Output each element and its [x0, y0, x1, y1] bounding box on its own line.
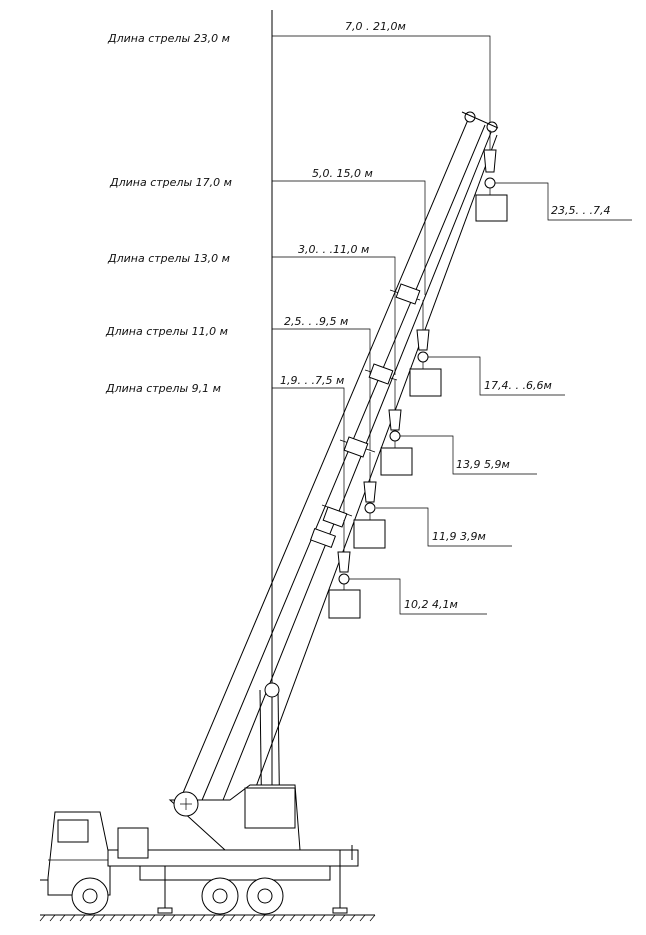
- hook-block-23: [475, 130, 508, 222]
- reach-dimension-11: 2,5. . .9,5 м: [272, 315, 371, 450]
- reach-dimension-23: 7,0 . 21,0м: [272, 20, 491, 125]
- height-dimension-9: 10,2 4,1м: [348, 578, 487, 615]
- load-box-icon: [380, 447, 413, 476]
- reach-label-13: 3,0. . .11,0 м: [298, 243, 369, 256]
- crane-boom: [179, 111, 499, 831]
- reach-dimension-17: 5,0. 15,0 м: [272, 167, 426, 295]
- height-dimension-11: 11,9 3,9м: [376, 507, 512, 547]
- load-box-icon: [409, 368, 442, 397]
- load-box-icon: [353, 519, 386, 549]
- ground: [39, 914, 376, 922]
- height-label-11: 11,9 3,9м: [432, 530, 486, 543]
- boom-length-label-23: Длина стрелы 23,0 м: [107, 32, 230, 45]
- hook-block-11: [353, 452, 386, 549]
- boom-length-label-11: Длина стрелы 11,0 м: [105, 325, 228, 338]
- reach-label-9: 1,9. . .7,5 м: [280, 374, 344, 387]
- hook-block-13: [380, 380, 413, 476]
- height-dimension-17: 17,4. . .6,6м: [428, 356, 565, 396]
- reach-dimension-13: 3,0. . .11,0 м: [272, 243, 396, 375]
- reach-label-17: 5,0. 15,0 м: [312, 167, 373, 180]
- reach-label-23: 7,0 . 21,0м: [345, 20, 406, 33]
- boom-length-label-9: Длина стрелы 9,1 м: [105, 382, 221, 395]
- boom-length-label-17: Длина стрелы 17,0 м: [109, 176, 232, 189]
- height-dimension-13: 13,9 5,9м: [400, 435, 537, 475]
- height-dimension-23: 23,5. . .7,4: [495, 182, 632, 221]
- height-label-13: 13,9 5,9м: [456, 458, 510, 471]
- hook-block-9: [328, 520, 361, 619]
- reach-label-11: 2,5. . .9,5 м: [284, 315, 348, 328]
- reach-dimension-9: 1,9. . .7,5 м: [272, 374, 345, 520]
- hook-block-17: [409, 300, 442, 397]
- height-label-9: 10,2 4,1м: [404, 598, 458, 611]
- height-label-17: 17,4. . .6,6м: [484, 379, 552, 392]
- height-label-23: 23,5. . .7,4: [551, 204, 610, 217]
- boom-length-label-13: Длина стрелы 13,0 м: [107, 252, 230, 265]
- load-box-icon: [475, 194, 508, 222]
- truck-crane-icon: [40, 784, 359, 915]
- load-box-icon: [328, 589, 361, 619]
